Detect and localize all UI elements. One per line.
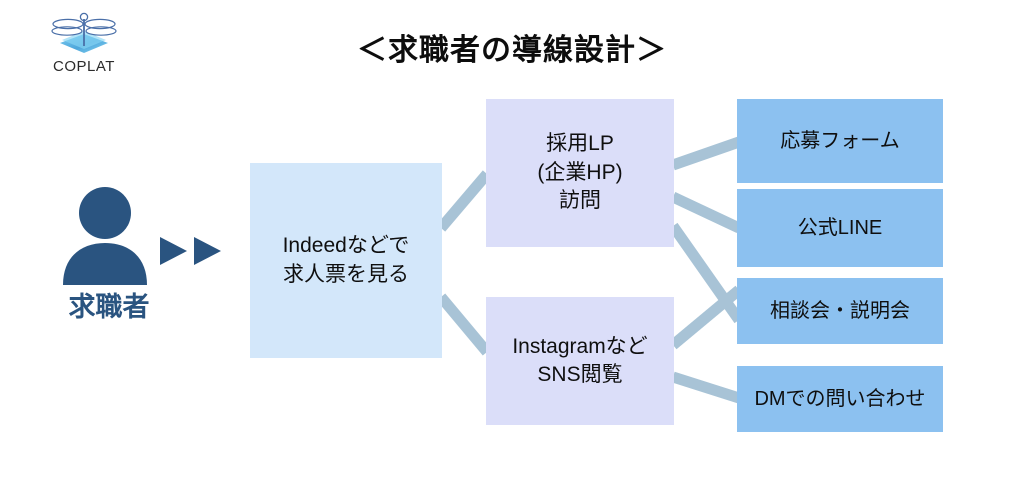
connector-sns-to-dm	[671, 371, 741, 404]
connector-sns-to-seminar	[669, 285, 743, 350]
node-indeed[interactable]: Indeedなどで 求人票を見る	[250, 163, 442, 358]
node-consultation-session[interactable]: 相談会・説明会	[737, 278, 943, 344]
double-triangle-right-icon	[160, 237, 221, 265]
connector-lp-to-seminar	[668, 222, 744, 324]
connector-indeed-to-lp	[436, 170, 492, 232]
person-icon	[63, 187, 147, 285]
node-official-line[interactable]: 公式LINE	[737, 189, 943, 267]
persona-label: 求職者	[68, 292, 150, 323]
logo-wordmark: COPLAT	[53, 58, 115, 75]
connector-indeed-to-sns	[436, 293, 492, 356]
persona-group: 求職者	[55, 185, 163, 330]
node-dm-inquiry[interactable]: DMでの問い合わせ	[737, 366, 943, 432]
connector-lp-to-form	[671, 136, 741, 171]
node-recruit-lp[interactable]: 採用LP (企業HP) 訪問	[486, 99, 674, 247]
node-application-form[interactable]: 応募フォーム	[737, 99, 943, 183]
dragonfly-icon	[51, 12, 117, 53]
coplat-logo: COPLAT	[36, 12, 132, 78]
page-title: ＜求職者の導線設計＞	[357, 33, 667, 68]
connector-lp-to-line	[670, 192, 742, 233]
node-sns[interactable]: Instagramなど SNS閲覧	[486, 297, 674, 425]
